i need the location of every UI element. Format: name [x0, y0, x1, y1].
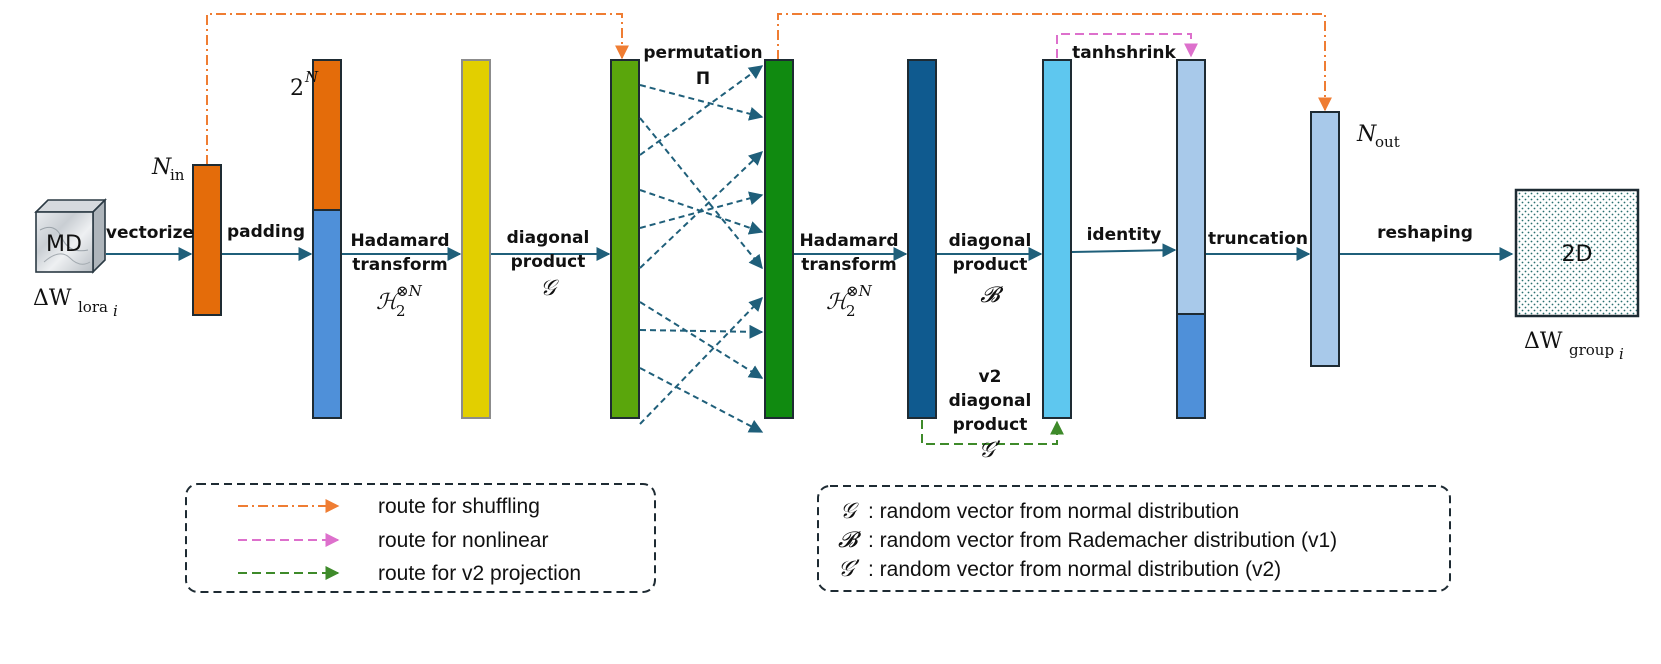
- step-hadamard-1-math: ℋ 2 ⊗N: [376, 282, 423, 320]
- hadamard-2-symbol: ℋ: [826, 290, 851, 315]
- permutation-arrows: [639, 65, 764, 433]
- dotted-grid-icon: 2D: [1514, 188, 1640, 318]
- input-cube-label: MD: [46, 232, 82, 257]
- hadamard-2-sub: 2: [846, 302, 856, 320]
- route-shuffling-2: [777, 13, 1332, 112]
- hadamard-2-sup: ⊗N: [846, 282, 873, 300]
- dim-n-out-base: N: [1356, 122, 1377, 147]
- legend-symbols-box: 𝒢 : random vector from normal distributi…: [817, 485, 1451, 592]
- route-shuffling-1: [206, 13, 629, 165]
- legend-symbol-2: 𝒢’: [838, 557, 861, 582]
- legend-shuffling-text: route for shuffling: [378, 495, 540, 518]
- route-nonlinear: [1056, 33, 1198, 58]
- hadamard-1-sub: 2: [396, 302, 406, 320]
- step-vectorize: vectorize: [106, 223, 194, 243]
- dim-n-out: N out: [1356, 122, 1400, 151]
- output-delta-symbol: ΔW: [1524, 329, 1563, 354]
- dim-n-out-sub: out: [1375, 133, 1400, 151]
- dim-n-in: N in: [151, 155, 185, 184]
- hadamard-1-symbol: ℋ: [376, 290, 401, 315]
- hadamard-2-vector-bar: [907, 59, 937, 419]
- step-v2-symbol: 𝒢’: [979, 438, 1002, 463]
- route-v2: [921, 420, 1064, 445]
- dim-2n-exp: N: [304, 68, 319, 86]
- step-diagonal-2-line1: diagonal: [949, 231, 1032, 251]
- output-delta-label: ΔW group i: [1524, 329, 1624, 363]
- output-delta-sub-index: i: [1619, 345, 1624, 363]
- input-delta-label: ΔW lora i: [33, 286, 118, 320]
- step-hadamard-1-line1: Hadamard: [350, 231, 449, 251]
- legend-symbol-text-0: : random vector from normal distribution: [868, 500, 1239, 523]
- output-grid-label: 2D: [1562, 242, 1593, 267]
- step-permutation-symbol: Π: [696, 69, 710, 89]
- activated-vector-top: [1176, 59, 1206, 315]
- step-permutation: permutation: [643, 43, 762, 63]
- dim-2n: 2 N: [290, 68, 319, 101]
- step-identity: identity: [1087, 225, 1162, 245]
- input-delta-sub: lora: [78, 298, 108, 316]
- hadamard-1-sup: ⊗N: [396, 282, 423, 300]
- step-diagonal-1-line1: diagonal: [507, 228, 590, 248]
- step-diagonal-1-symbol: 𝒢: [540, 276, 559, 301]
- step-diagonal-2-symbol: 𝓑: [980, 283, 1004, 308]
- dim-n-in-sub: in: [170, 166, 185, 184]
- step-diagonal-1-line2: product: [511, 252, 586, 272]
- step-v2-line2: diagonal: [949, 391, 1032, 411]
- input-delta-symbol: ΔW: [33, 286, 72, 311]
- flow-arrows: [106, 243, 1514, 261]
- step-hadamard-2-math: ℋ 2 ⊗N: [826, 282, 873, 320]
- step-padding: padding: [227, 222, 305, 242]
- step-hadamard-1-line2: transform: [352, 255, 447, 275]
- arrow-identity: [1071, 243, 1177, 258]
- step-diagonal-2-line2: product: [953, 255, 1028, 275]
- diagonal-2-vector-bar: [1042, 59, 1072, 419]
- truncated-vector-bar: [1310, 111, 1340, 367]
- diagonal-vector-bar: [610, 59, 640, 419]
- dim-2n-base: 2: [290, 76, 304, 101]
- legend-routes-box: route for shuffling route for nonlinear …: [185, 483, 656, 593]
- output-delta-sub: group: [1569, 341, 1614, 359]
- activated-vector-bottom: [1176, 313, 1206, 419]
- step-truncation: truncation: [1208, 229, 1308, 249]
- step-reshaping: reshaping: [1377, 223, 1473, 243]
- legend-symbol-text-1: : random vector from Rademacher distribu…: [868, 529, 1337, 552]
- step-v2-line1: v2: [979, 367, 1002, 387]
- hadamard-vector-bar: [461, 59, 491, 419]
- padded-vector-top: [312, 59, 342, 211]
- padded-vector-bottom: [312, 209, 342, 419]
- input-delta-sub-index: i: [113, 302, 118, 320]
- legend-nonlinear-text: route for nonlinear: [378, 529, 548, 552]
- legend-symbol-1: 𝓑: [838, 528, 862, 553]
- permuted-vector-bar: [764, 59, 794, 419]
- input-vector-bar: [192, 164, 222, 316]
- legend-v2-text: route for v2 projection: [378, 562, 581, 585]
- step-hadamard-2-line2: transform: [801, 255, 896, 275]
- step-tanhshrink: tanhshrink: [1072, 43, 1176, 63]
- dim-n-in-base: N: [151, 155, 172, 180]
- legend-symbol-text-2: : random vector from normal distribution…: [868, 558, 1281, 581]
- marble-cube-icon: MD: [34, 198, 107, 274]
- step-hadamard-2-line1: Hadamard: [799, 231, 898, 251]
- legend-symbol-0: 𝒢: [840, 499, 859, 524]
- step-v2-line3: product: [953, 415, 1028, 435]
